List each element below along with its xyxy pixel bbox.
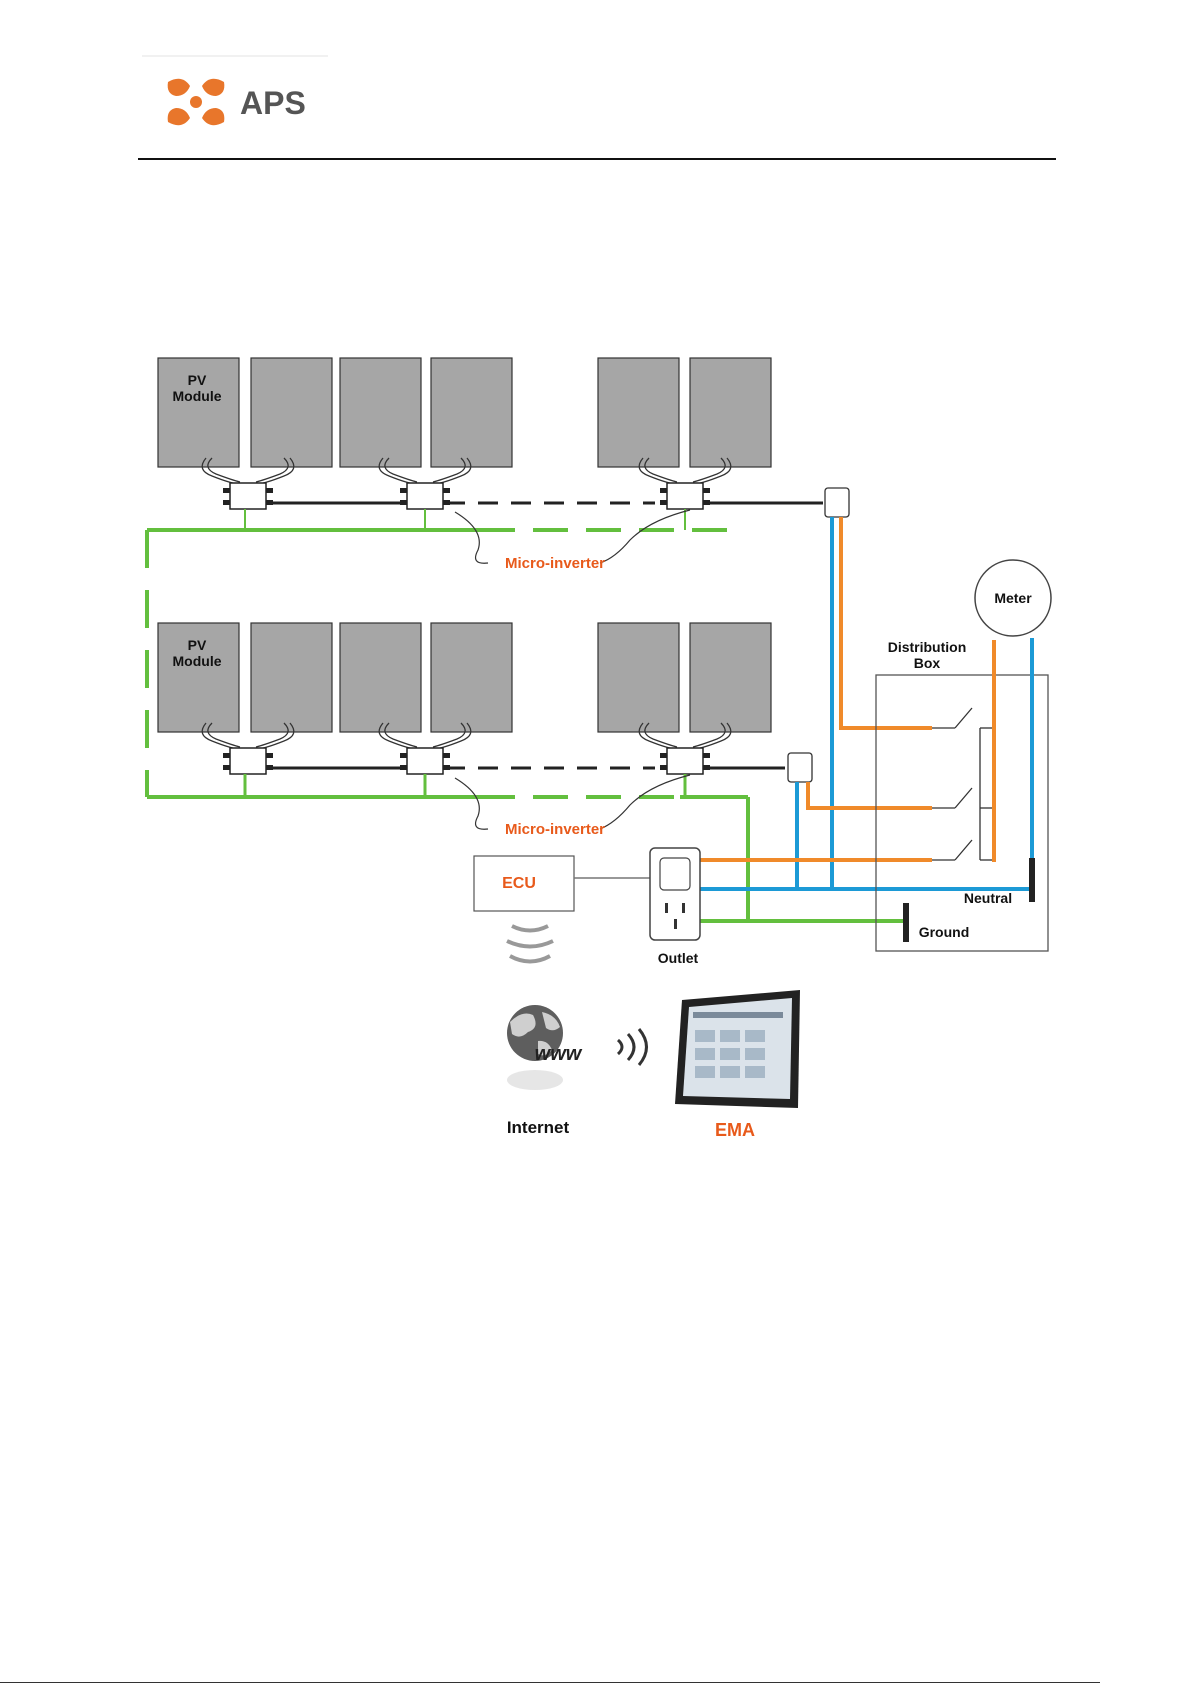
pv-module	[431, 358, 512, 467]
signal-waves-icon	[618, 1029, 647, 1065]
outlet	[650, 848, 700, 940]
ecu-label: ECU	[502, 875, 536, 892]
pv-module	[251, 623, 332, 732]
breaker-switches	[932, 708, 992, 860]
junction-box	[825, 488, 849, 517]
micro-inverter-label: Micro-inverter	[505, 821, 605, 838]
pv-module-label: Module	[173, 653, 222, 669]
wireless-signal-icon	[507, 926, 553, 962]
meter-label: Meter	[994, 590, 1032, 606]
distribution-box-label: Box	[914, 655, 941, 671]
tablet-icon	[675, 990, 800, 1108]
pv-module	[598, 623, 679, 732]
micro-inverter-label: Micro-inverter	[505, 555, 605, 572]
pv-module	[251, 358, 332, 467]
distribution-box	[876, 675, 1048, 951]
outlet-label: Outlet	[658, 950, 699, 966]
distribution-box-label: Distribution	[888, 639, 967, 655]
pv-array-row-2: PV Module	[158, 623, 771, 732]
ema-label: EMA	[715, 1120, 755, 1140]
pv-module-label: PV	[188, 637, 207, 653]
pv-module	[340, 623, 421, 732]
pv-module	[431, 623, 512, 732]
internet-label: Internet	[507, 1118, 570, 1137]
junction-box	[788, 753, 812, 782]
pv-module	[340, 358, 421, 467]
footer-rule	[0, 1682, 1100, 1683]
pv-module	[598, 358, 679, 467]
pv-array-row-1: PV Module	[158, 358, 771, 467]
pv-module	[690, 623, 771, 732]
www-label: www	[535, 1043, 583, 1065]
ground-label: Ground	[919, 924, 970, 940]
pv-module-label: Module	[173, 388, 222, 404]
pv-module-label: PV	[188, 372, 207, 388]
pv-module	[690, 358, 771, 467]
neutral-label: Neutral	[964, 890, 1012, 906]
